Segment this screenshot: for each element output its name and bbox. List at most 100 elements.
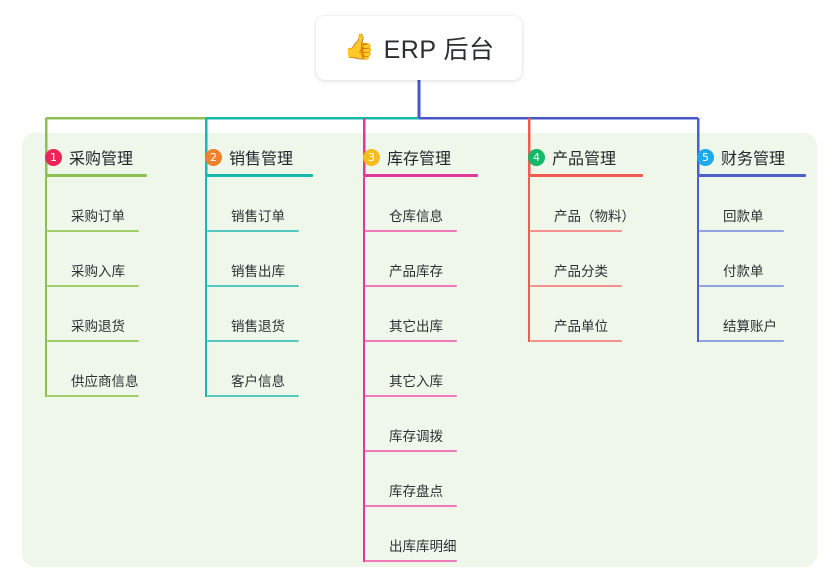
- branch-header-1[interactable]: 1 采购管理: [45, 145, 147, 169]
- leaf-label: 仓库信息: [389, 209, 443, 224]
- branch-items-1: 采购订单采购入库采购退货供应商信息: [45, 177, 147, 397]
- branch-title-2: 销售管理: [229, 151, 294, 168]
- leaf-rule: [207, 230, 299, 232]
- branch-title-1: 采购管理: [69, 151, 134, 168]
- leaf-node[interactable]: 结算账户: [697, 287, 806, 342]
- thumbs-up-icon: 👍: [343, 32, 375, 61]
- branch-spine-2: [205, 177, 207, 397]
- branch-title-3: 库存管理: [387, 151, 452, 168]
- leaf-label: 产品库存: [389, 264, 443, 279]
- leaf-label: 销售出库: [231, 264, 285, 279]
- branch-badge-1: 1: [45, 148, 62, 166]
- leaf-rule: [530, 340, 622, 342]
- leaf-rule: [207, 285, 299, 287]
- leaf-rule: [365, 395, 457, 397]
- branch-column-3: 3 库存管理仓库信息产品库存其它出库其它入库库存调拨库存盘点出库库明细: [363, 145, 478, 562]
- leaf-node[interactable]: 采购退货: [45, 287, 147, 342]
- leaf-node[interactable]: 回款单: [697, 177, 806, 232]
- branch-header-rule-3: [363, 174, 478, 177]
- leaf-rule: [365, 450, 457, 452]
- leaf-node[interactable]: 出库库明细: [363, 507, 478, 562]
- branch-column-2: 2 销售管理销售订单销售出库销售退货客户信息: [205, 145, 313, 397]
- root-node-content: 👍 ERP 后台: [343, 30, 494, 66]
- leaf-label: 产品单位: [554, 319, 608, 334]
- leaf-label: 采购订单: [71, 209, 125, 224]
- branch-spine-3: [363, 177, 365, 562]
- leaf-label: 产品分类: [554, 264, 608, 279]
- branch-badge-2: 2: [205, 148, 222, 166]
- leaf-rule: [207, 395, 299, 397]
- branch-items-2: 销售订单销售出库销售退货客户信息: [205, 177, 313, 397]
- branch-items-5: 回款单付款单结算账户: [697, 177, 806, 342]
- leaf-label: 采购入库: [71, 264, 125, 279]
- leaf-label: 库存调拨: [389, 429, 443, 444]
- branch-spine-5: [697, 177, 699, 342]
- leaf-node[interactable]: 产品（物料）: [528, 177, 643, 232]
- branch-items-3: 仓库信息产品库存其它出库其它入库库存调拨库存盘点出库库明细: [363, 177, 478, 562]
- leaf-rule: [47, 395, 139, 397]
- leaf-rule: [365, 340, 457, 342]
- leaf-node[interactable]: 销售出库: [205, 232, 313, 287]
- branch-column-4: 4 产品管理产品（物料） 产品分类产品单位: [528, 145, 643, 342]
- branch-column-1: 1 采购管理采购订单采购入库采购退货供应商信息: [45, 145, 147, 397]
- branch-header-rule-2: [205, 174, 313, 177]
- leaf-node[interactable]: 仓库信息: [363, 177, 478, 232]
- leaf-rule: [47, 230, 139, 232]
- leaf-node[interactable]: 产品单位: [528, 287, 643, 342]
- branch-spine-4: [528, 177, 530, 342]
- leaf-label: 供应商信息: [71, 374, 139, 389]
- branch-badge-4: 4: [528, 148, 545, 166]
- leaf-rule: [530, 230, 622, 232]
- leaf-rule: [365, 285, 457, 287]
- branch-column-5: 5 财务管理回款单付款单结算账户: [697, 145, 806, 342]
- branch-header-5[interactable]: 5 财务管理: [697, 145, 806, 169]
- leaf-rule: [699, 230, 784, 232]
- leaf-rule: [699, 285, 784, 287]
- root-node[interactable]: 👍 ERP 后台: [316, 16, 522, 80]
- branch-header-4[interactable]: 4 产品管理: [528, 145, 643, 169]
- branch-header-3[interactable]: 3 库存管理: [363, 145, 478, 169]
- leaf-node[interactable]: 付款单: [697, 232, 806, 287]
- branch-badge-3: 3: [363, 148, 380, 166]
- leaf-node[interactable]: 销售订单: [205, 177, 313, 232]
- leaf-node[interactable]: 采购入库: [45, 232, 147, 287]
- branch-badge-5: 5: [697, 148, 714, 166]
- branch-header-2[interactable]: 2 销售管理: [205, 145, 313, 169]
- branch-items-4: 产品（物料） 产品分类产品单位: [528, 177, 643, 342]
- branch-title-5: 财务管理: [721, 151, 786, 168]
- leaf-node[interactable]: 库存调拨: [363, 397, 478, 452]
- leaf-node[interactable]: 其它入库: [363, 342, 478, 397]
- diagram-panel: [22, 133, 817, 567]
- leaf-label: 库存盘点: [389, 484, 443, 499]
- branch-spine-1: [45, 177, 47, 397]
- leaf-rule: [47, 340, 139, 342]
- leaf-node[interactable]: 库存盘点: [363, 452, 478, 507]
- branch-header-rule-4: [528, 174, 643, 177]
- leaf-rule: [365, 230, 457, 232]
- leaf-rule: [365, 560, 457, 562]
- leaf-rule: [207, 340, 299, 342]
- leaf-label: 结算账户: [723, 319, 777, 334]
- leaf-node[interactable]: 销售退货: [205, 287, 313, 342]
- branch-header-rule-5: [697, 174, 806, 177]
- leaf-node[interactable]: 其它出库: [363, 287, 478, 342]
- leaf-label: 回款单: [723, 209, 764, 224]
- leaf-label: 出库库明细: [389, 539, 457, 554]
- leaf-label: 采购退货: [71, 319, 125, 334]
- leaf-label: 产品（物料）: [554, 209, 635, 224]
- leaf-rule: [365, 505, 457, 507]
- leaf-node[interactable]: 供应商信息: [45, 342, 147, 397]
- leaf-node[interactable]: 客户信息: [205, 342, 313, 397]
- branch-header-rule-1: [45, 174, 147, 177]
- leaf-label: 付款单: [723, 264, 764, 279]
- leaf-node[interactable]: 采购订单: [45, 177, 147, 232]
- leaf-node[interactable]: 产品库存: [363, 232, 478, 287]
- root-title: ERP 后台: [383, 36, 495, 64]
- leaf-node[interactable]: 产品分类: [528, 232, 643, 287]
- branch-title-4: 产品管理: [552, 151, 617, 168]
- leaf-rule: [699, 340, 784, 342]
- leaf-label: 其它入库: [389, 374, 443, 389]
- leaf-label: 销售退货: [231, 319, 285, 334]
- leaf-rule: [47, 285, 139, 287]
